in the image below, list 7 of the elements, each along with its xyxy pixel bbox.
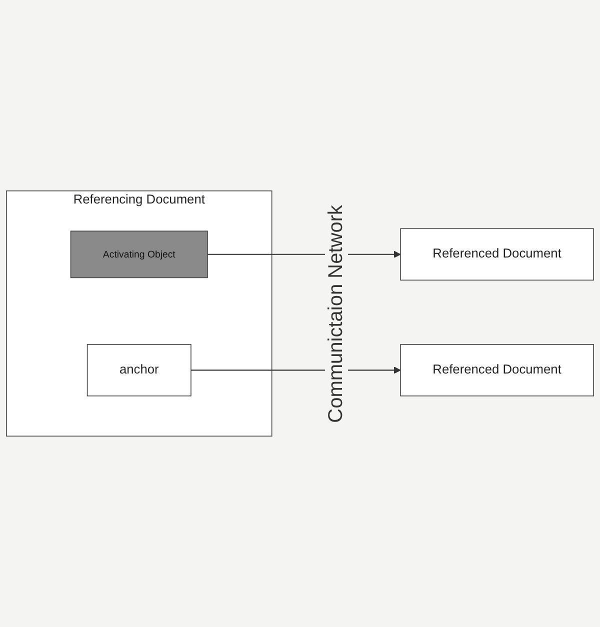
network-label: Communictaion Network bbox=[324, 204, 348, 422]
node-box: Referenced Document bbox=[400, 228, 594, 281]
arrow bbox=[190, 366, 401, 374]
node-box: Referenced Document bbox=[400, 344, 594, 396]
node-box: anchor bbox=[86, 344, 192, 396]
arrow bbox=[208, 250, 401, 258]
node-box: Activating Object bbox=[70, 230, 208, 278]
